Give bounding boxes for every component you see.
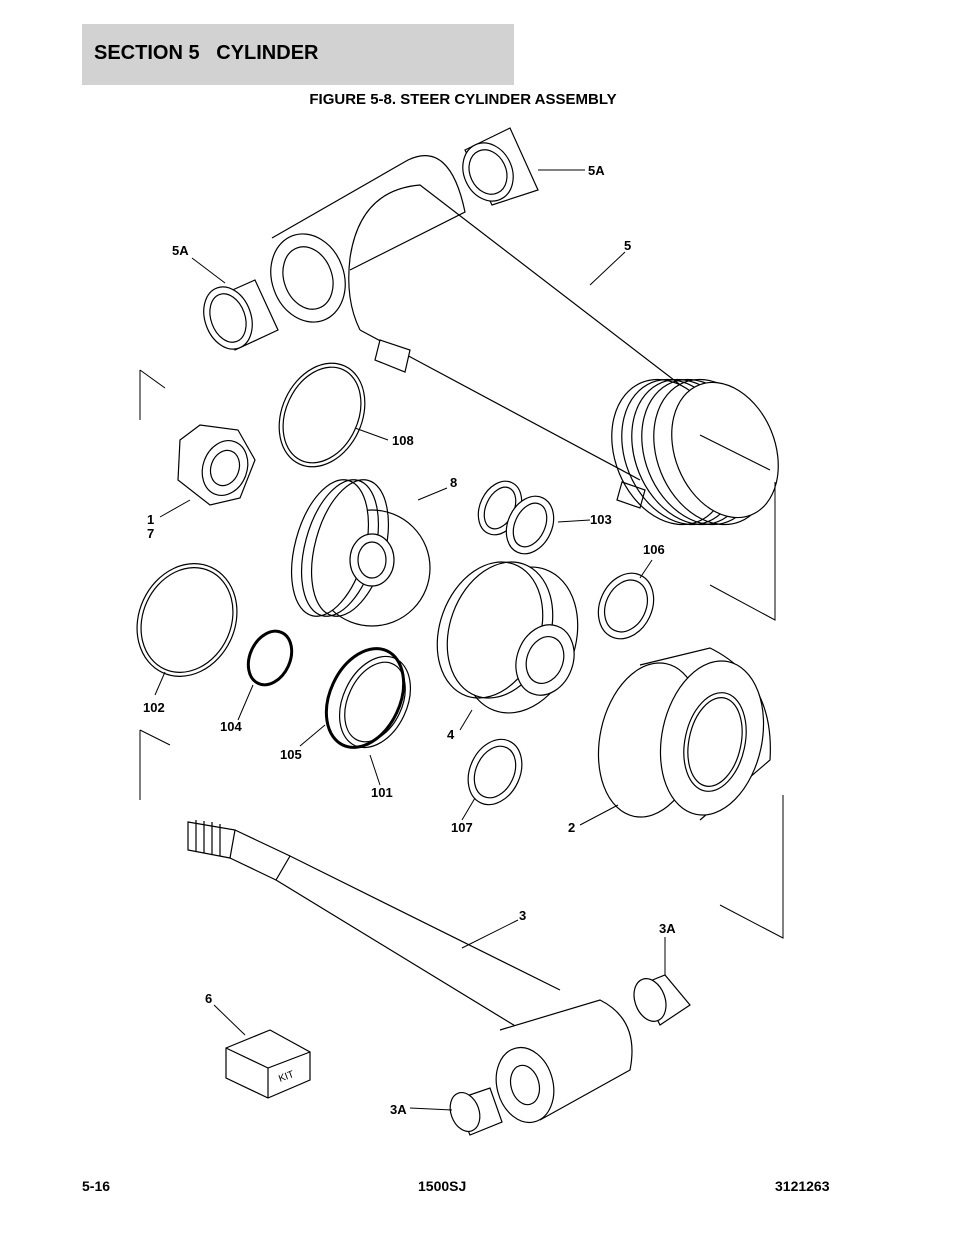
callout-5: 5: [624, 238, 631, 253]
o-ring-108: [278, 362, 366, 468]
assembly-bracket-lines: [139, 369, 784, 939]
cylinder-barrel: [270, 155, 779, 526]
kit-label: KIT: [277, 1069, 295, 1085]
bushing-5a-left: [203, 279, 279, 351]
callout-108: 108: [392, 433, 414, 448]
cylinder-head: [291, 479, 431, 627]
footer-part-number: 3121263: [775, 1178, 830, 1194]
o-ring-104: [246, 629, 294, 687]
gland-nut: [597, 647, 771, 821]
seal-107: [467, 738, 523, 806]
callout-103: 103: [590, 512, 612, 527]
section-header-band: SECTION 5 CYLINDER: [82, 24, 514, 85]
section-title: SECTION 5 CYLINDER: [94, 42, 319, 64]
callout-5a-top: 5A: [588, 163, 605, 178]
callout-106: 106: [643, 542, 665, 557]
bushing-3a-bottom: [449, 1087, 503, 1136]
piston: [436, 561, 579, 714]
figure-title: FIGURE 5-8. STEER CYLINDER ASSEMBLY: [309, 91, 617, 108]
footer-model: 1500SJ: [418, 1178, 467, 1194]
leader-lines: [154, 169, 666, 1111]
callout-3: 3: [519, 908, 526, 923]
callout-1: 1: [147, 512, 154, 527]
wear-ring-103: [477, 480, 555, 555]
callout-3a-right: 3A: [659, 921, 676, 936]
backup-ring-102: [136, 563, 238, 677]
callout-105: 105: [280, 747, 302, 762]
seal-106: [597, 572, 655, 640]
callout-labels: 5A 5 5A 108 8 1 7 103 106 102 104 105 4 …: [143, 163, 676, 1117]
callout-104: 104: [220, 719, 242, 734]
callout-7: 7: [147, 526, 154, 541]
callout-3a-bottom: 3A: [390, 1102, 407, 1117]
callout-6: 6: [205, 991, 212, 1006]
callout-2: 2: [568, 820, 575, 835]
figure-title-wrap: FIGURE 5-8. STEER CYLINDER ASSEMBLY: [0, 91, 954, 108]
callout-107: 107: [451, 820, 473, 835]
bushing-3a-right: [633, 974, 691, 1026]
callout-102: 102: [143, 700, 165, 715]
callout-4: 4: [447, 727, 455, 742]
seal-105: [324, 647, 411, 749]
callout-101: 101: [371, 785, 393, 800]
locknut: [177, 424, 256, 506]
piston-rod: [187, 820, 633, 1124]
callout-5a-left: 5A: [172, 243, 189, 258]
callout-8: 8: [450, 475, 457, 490]
bushing-5a-top: [462, 127, 539, 206]
footer-page-number: 5-16: [82, 1178, 111, 1194]
kit-box: KIT: [225, 1029, 311, 1099]
